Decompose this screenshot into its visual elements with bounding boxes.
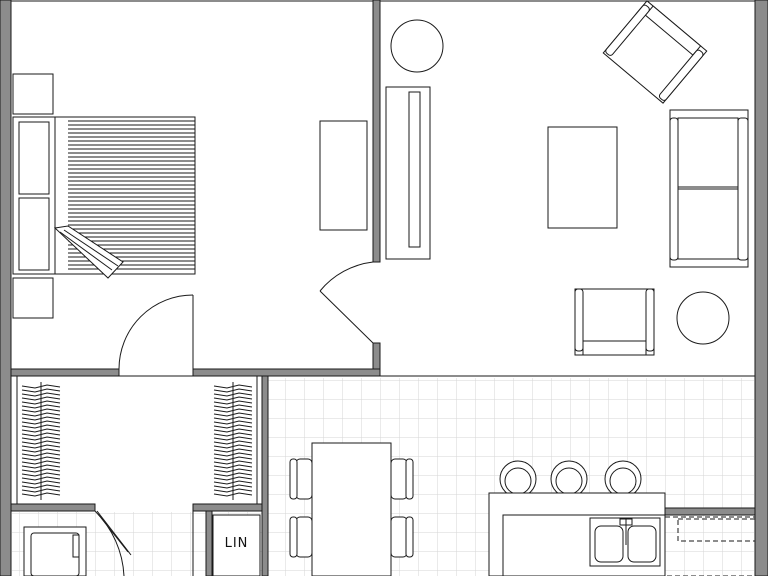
living-door-swing xyxy=(319,261,374,292)
linen-closet xyxy=(212,514,261,576)
thin-lines xyxy=(11,0,755,504)
living-furniture xyxy=(385,19,749,356)
pillow-bottom xyxy=(18,197,50,271)
round-side-table xyxy=(390,19,444,73)
wall-kitchen-stub xyxy=(663,507,756,516)
sofa-cushion-bottom xyxy=(677,188,739,260)
wall-linen-left xyxy=(205,510,213,576)
bed-stripes xyxy=(68,120,195,270)
dining-table xyxy=(311,442,392,576)
range xyxy=(664,516,756,576)
round-end-table xyxy=(676,291,730,345)
tv-screen xyxy=(408,91,421,248)
tv-console xyxy=(385,86,431,260)
wall-bedroom-bottom-left xyxy=(10,368,120,377)
sofa-cushion-top xyxy=(677,117,739,188)
wall-bedroom-bottom-right xyxy=(192,368,381,377)
wall-bath-top-left xyxy=(10,503,96,512)
double-sink xyxy=(589,517,661,567)
wall-outer-left xyxy=(0,0,12,576)
nightstand-bottom xyxy=(12,277,54,319)
bedroom-furniture xyxy=(12,73,368,319)
wall-bath-top-right xyxy=(192,503,263,512)
closet-hangers xyxy=(21,382,253,500)
wall-bedroom-living xyxy=(372,0,381,263)
armchair-angled xyxy=(602,0,708,104)
dresser xyxy=(319,120,368,231)
pillow-top xyxy=(18,121,50,195)
bedroom-door-swing xyxy=(118,294,194,370)
nightstand-top xyxy=(12,73,54,115)
bathtub xyxy=(23,526,87,576)
wall-closet-kitchen xyxy=(261,375,269,576)
dining-set xyxy=(289,442,414,576)
bar-stools xyxy=(499,460,642,498)
wall-outer-right xyxy=(754,0,768,576)
bath-door-leaf xyxy=(96,510,132,556)
coffee-table xyxy=(547,126,618,229)
doors xyxy=(94,261,374,576)
living-door-leaf xyxy=(319,290,374,344)
